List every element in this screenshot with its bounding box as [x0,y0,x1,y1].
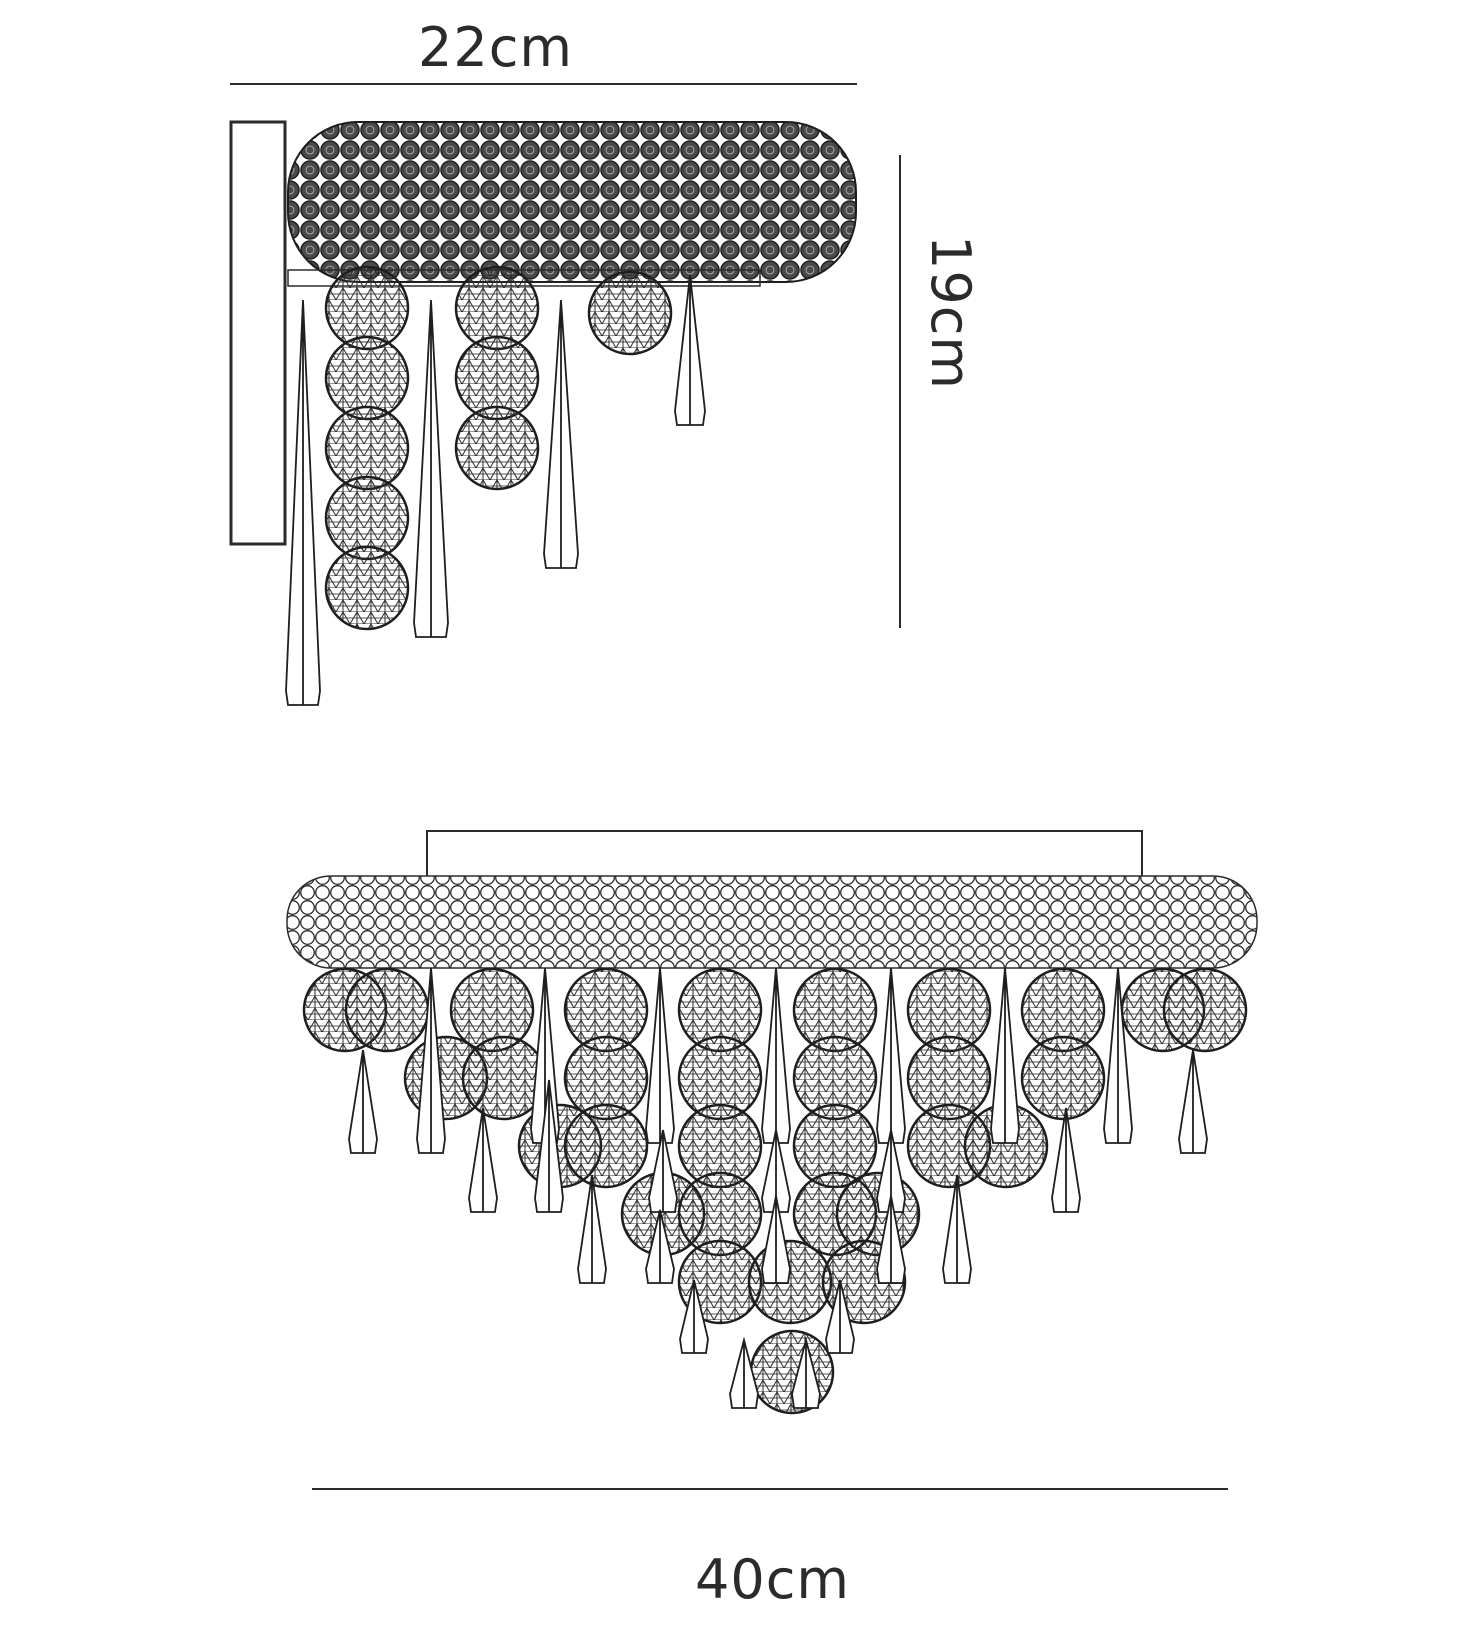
side-crystal-drop [285,299,321,706]
side-crystal-drop [413,299,449,638]
front-crystal-drop [1103,967,1133,1144]
front-crystal-band [286,875,1258,969]
side-view-drawing [229,120,857,706]
front-crystal-drop [1051,1107,1081,1213]
side-crystal-band [287,121,857,283]
front-crystal-drop [645,967,675,1144]
front-crystal-drop [761,967,791,1144]
side-crystal-ball [324,545,410,631]
front-crystal-drop [825,1279,855,1354]
front-crystal-drop [729,1336,759,1409]
front-crystal-ball [563,1103,649,1189]
front-crystal-drop [876,1195,906,1284]
side-crystal-ball [587,270,673,356]
front-crystal-ball [344,967,430,1053]
front-crystal-drop [1178,1049,1208,1154]
side-pendants [285,265,706,706]
front-crystal-drop [577,1174,607,1284]
height-label: 19cm [919,235,982,391]
width-bottom-label: 40cm [695,1548,851,1611]
front-crystal-drop [876,967,906,1144]
front-mount-bracket [426,830,1143,878]
front-crystal-drop [761,1195,791,1284]
wall-mount-plate [229,120,287,546]
front-crystal-drop [416,967,446,1154]
side-crystal-ball [454,405,540,491]
front-crystal-drop [942,1174,972,1284]
front-crystal-drop [648,1129,678,1213]
front-crystal-ball [1020,1035,1106,1121]
front-pendants [302,967,1248,1415]
front-crystal-drop [990,967,1020,1144]
front-crystal-drop [534,1079,564,1213]
side-crystal-drop [543,299,579,569]
front-crystal-drop [645,1209,675,1284]
front-crystal-ball [749,1329,835,1415]
front-crystal-drop [348,1049,378,1154]
front-view-drawing [286,830,1258,1415]
front-crystal-drop [791,1336,821,1409]
front-crystal-ball [747,1239,833,1325]
front-crystal-ball [1162,967,1248,1053]
side-crystal-drop [674,274,706,426]
front-crystal-drop [468,1107,498,1213]
width-top-label: 22cm [418,16,574,79]
front-crystal-drop [679,1279,709,1354]
